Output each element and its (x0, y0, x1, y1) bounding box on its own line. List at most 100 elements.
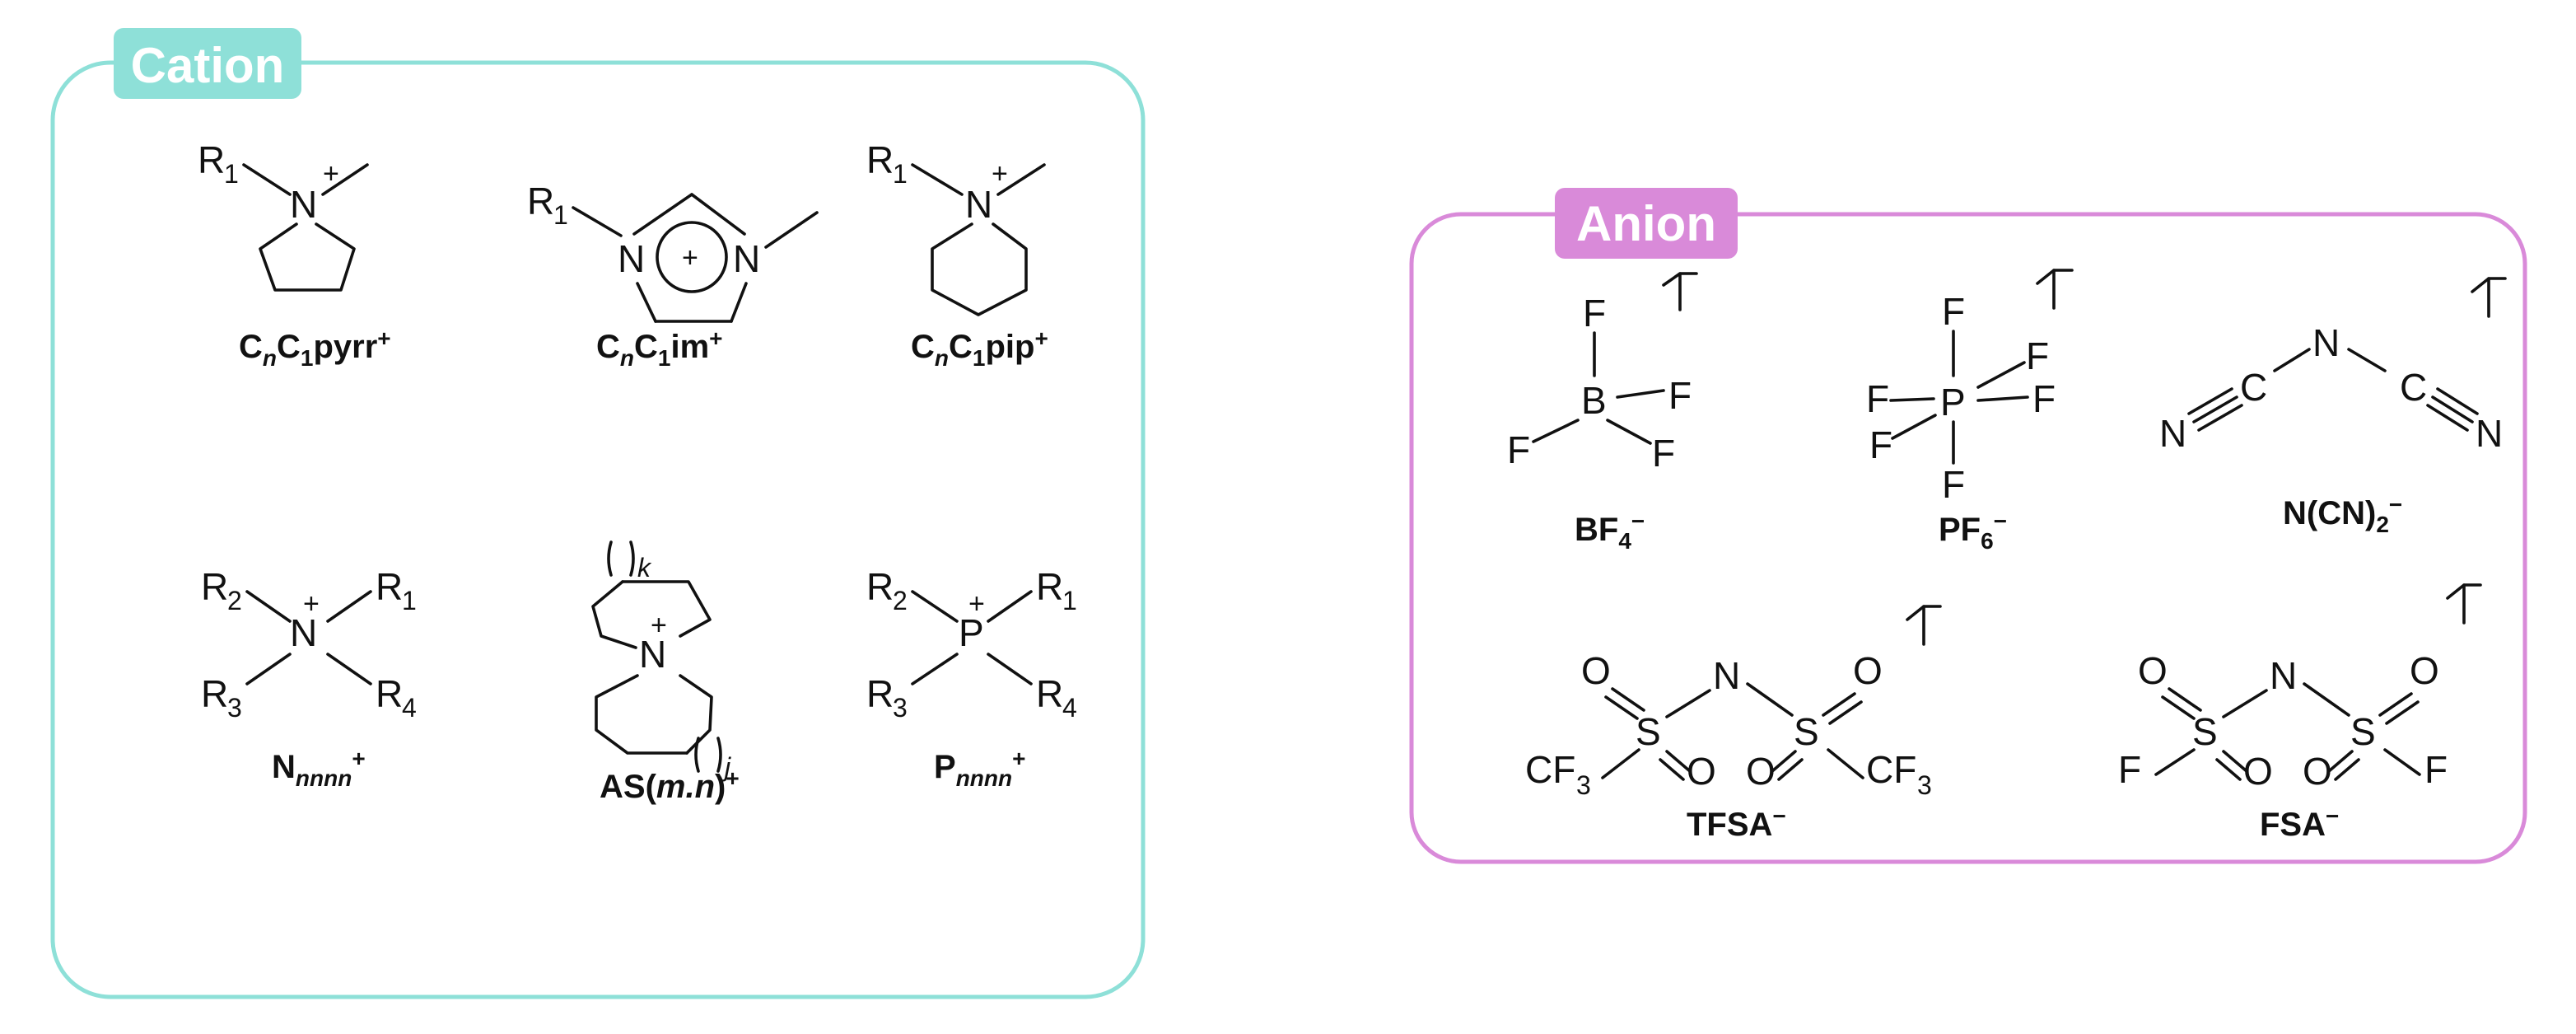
structure-phosphonium: R 2 R 1 P + R 3 R 4 Pnnnn+ (866, 565, 1077, 791)
charge-plus: + (992, 158, 1008, 189)
structure-ammonium: R 2 R 1 N + R 3 R 4 Nnnnn+ (201, 565, 417, 791)
atom-s: S (2192, 710, 2218, 753)
atom-n: N (2312, 321, 2340, 364)
atom-o: O (1746, 750, 1776, 793)
atom-r: R (1036, 672, 1063, 715)
atom-o: O (2243, 750, 2273, 793)
atom-r: R (866, 565, 894, 608)
charge-plus: + (651, 610, 667, 641)
cation-panel: Cation (50, 28, 1146, 999)
atom-p: P (1940, 381, 1966, 423)
cation-panel-border (50, 60, 1146, 999)
atom-o: O (2410, 649, 2439, 692)
atom-r: R (376, 672, 403, 715)
label-dca: N(CN)2− (2283, 492, 2402, 537)
anion-tag (1555, 188, 1738, 259)
subscript: 1 (553, 200, 568, 230)
atom-f: F (2026, 335, 2049, 377)
atom-r: R (866, 138, 894, 181)
structure-piperidinium: R 1 N + CnC1pip+ (866, 138, 1048, 371)
anion-title: Anion (1576, 196, 1716, 251)
atom-f: F (1869, 423, 1892, 466)
atom-o: O (1853, 649, 1883, 692)
subscript: 1 (1062, 586, 1077, 615)
subscript: 3 (893, 693, 908, 723)
atom-n: N (618, 237, 645, 280)
label-pyrr: CnC1pyrr+ (239, 325, 391, 371)
atom-r: R (866, 672, 894, 715)
atom-f: F (1652, 432, 1675, 475)
structure-fsa: O S N S O F O O F FSA− (2118, 583, 2482, 843)
cation-title: Cation (131, 38, 285, 93)
atom-f: F (2032, 377, 2056, 420)
atom-o: O (2303, 750, 2332, 793)
atom-f: F (1942, 463, 1965, 506)
atom-r: R (201, 672, 228, 715)
atom-n: N (733, 237, 760, 280)
anion-panel: Anion (1409, 188, 2527, 864)
atom-c: C (2400, 366, 2427, 409)
atom-f: F (2118, 748, 2141, 791)
atom-r: R (1036, 565, 1063, 608)
subscript: 1 (402, 586, 417, 615)
atom-n: N (290, 183, 317, 226)
charge-plus: + (323, 158, 339, 189)
subscript: 1 (224, 159, 239, 189)
label-as: AS(m.n)+ (600, 765, 740, 805)
cation-tag (114, 28, 301, 99)
label-im: CnC1im+ (596, 325, 723, 371)
atom-n: N (2270, 654, 2297, 697)
atom-n: N (2476, 412, 2503, 455)
subscript: 1 (893, 159, 908, 189)
atom-f: F (1507, 428, 1530, 471)
atom-r: R (527, 180, 554, 222)
subscript: 3 (1917, 770, 1932, 800)
atom-o: O (1687, 750, 1716, 793)
structure-dicyanamide: N C C N N N(CN)2− (2159, 277, 2507, 537)
label-fsa: FSA− (2260, 803, 2339, 843)
atom-o: O (1581, 649, 1611, 692)
atom-n: N (1713, 654, 1740, 697)
atom-p: P (959, 611, 984, 654)
atom-r: R (201, 565, 228, 608)
atom-n: N (290, 611, 317, 654)
subscript: 2 (227, 586, 242, 615)
atom-r: R (376, 565, 403, 608)
atom-n: N (2159, 412, 2186, 455)
atom-s: S (2350, 710, 2376, 753)
label-phosphonium: Pnnnn+ (934, 746, 1025, 791)
structure-tfsa: O S N S O CF 3 O O CF 3 TFSA− (1525, 605, 1942, 843)
subscript: 3 (1576, 770, 1591, 800)
structure-imidazolium: R 1 N N + CnC1im+ (527, 180, 819, 371)
label-tfsa: TFSA− (1687, 803, 1786, 843)
atom-f: F (1942, 290, 1965, 333)
subscript: 4 (1062, 693, 1077, 723)
charge-plus: + (303, 588, 320, 620)
atom-n: N (639, 633, 666, 676)
label-ammonium: Nnnnn+ (272, 746, 366, 791)
atom-o: O (2138, 649, 2168, 692)
atom-f: F (2424, 748, 2448, 791)
ring-index-k: k (637, 553, 652, 583)
structure-pyrrolidinium: R 1 N + CnC1pyrr+ (198, 138, 391, 371)
atom-c: C (2240, 366, 2267, 409)
subscript: 3 (227, 693, 242, 723)
anion-panel-border (1409, 212, 2527, 864)
label-pip: CnC1pip+ (911, 325, 1048, 371)
atom-s: S (1794, 710, 1819, 753)
atom-cf: CF (1525, 748, 1575, 791)
structure-pf6: F P F F F F F PF6− (1866, 269, 2074, 554)
label-bf4: BF4− (1575, 508, 1645, 554)
atom-f: F (1866, 377, 1889, 420)
atom-n: N (965, 183, 992, 226)
charge-plus: + (968, 588, 985, 620)
structure-spiro-ammonium: k N + j AS(m.n)+ (591, 540, 740, 805)
atom-r: R (198, 138, 225, 181)
atom-f: F (1668, 374, 1692, 417)
label-pf6: PF6− (1939, 508, 2007, 554)
subscript: 2 (893, 586, 908, 615)
atom-cf: CF (1866, 748, 1916, 791)
charge-plus: + (682, 242, 698, 274)
subscript: 4 (402, 693, 417, 723)
